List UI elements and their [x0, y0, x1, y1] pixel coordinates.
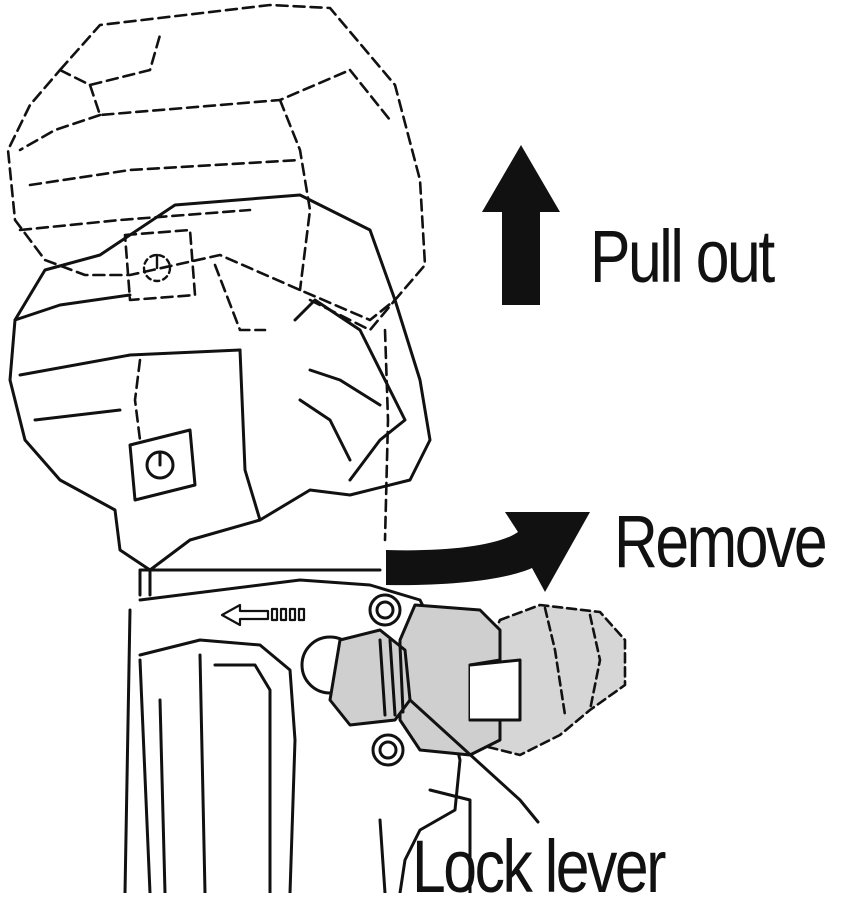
power-button-top	[142, 253, 172, 283]
remove-label: Remove	[614, 500, 828, 583]
power-button-bottom	[128, 428, 197, 502]
pull-out-arrow	[482, 145, 560, 305]
battery-ghost-pulled	[6, 3, 427, 542]
pull-out-label: Pull out	[590, 215, 775, 298]
battery-solid	[8, 193, 432, 597]
lock-lever-leader-line	[408, 698, 540, 824]
lock-lever-label: Lock lever	[412, 825, 666, 908]
power-icon	[142, 253, 172, 283]
left-arrow-icon	[220, 603, 270, 627]
remove-arrow	[386, 512, 590, 592]
direction-arrow	[220, 603, 306, 627]
lock-lever	[300, 593, 522, 767]
